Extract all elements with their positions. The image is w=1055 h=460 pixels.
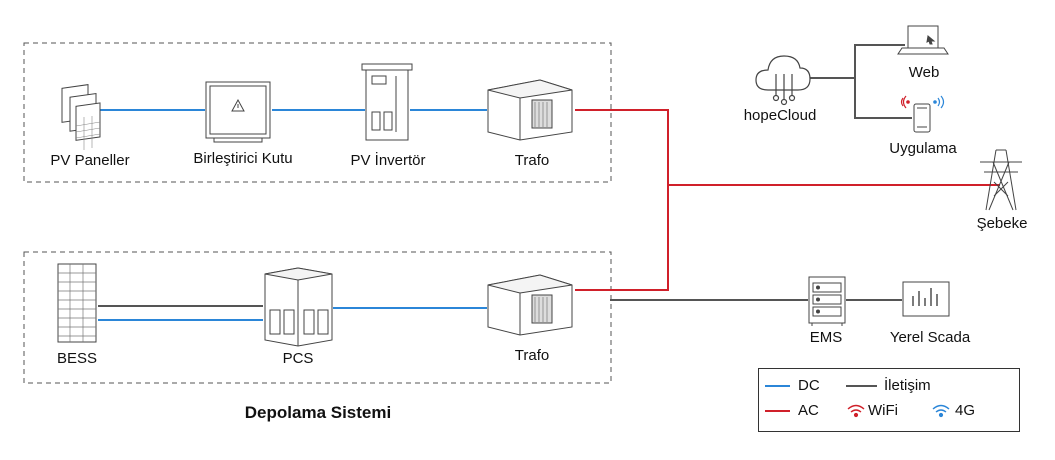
bess-label: BESS: [56, 350, 98, 367]
storage-group-box: [23, 251, 612, 384]
legend-4g-icon: [932, 404, 950, 418]
4g-signal-icon: [933, 95, 945, 109]
ems-server-icon: [808, 276, 846, 326]
comm-line-cloud-web: [805, 44, 905, 79]
combiner-box-label: Birleştirici Kutu: [193, 150, 293, 167]
storage-group-title: Depolama Sistemi: [244, 403, 392, 422]
transformer-icon: [487, 274, 573, 336]
monitor-icon: [902, 281, 950, 317]
pv-inverter-icon: [361, 63, 413, 141]
grid-label: Şebeke: [976, 215, 1028, 232]
trafo-bottom-label: Trafo: [514, 347, 550, 364]
ems-label: EMS: [809, 329, 843, 346]
legend: [758, 368, 1020, 432]
legend-comm-label: İletişim: [884, 377, 931, 394]
app-label: Uygulama: [889, 140, 957, 157]
legend-dc-label: DC: [798, 377, 820, 394]
laptop-icon: [897, 25, 949, 55]
pcs-label: PCS: [282, 350, 314, 367]
mobile-phone-icon: [913, 103, 931, 133]
pv-group-box: [23, 42, 612, 183]
transformer-icon: [487, 79, 573, 141]
legend-wifi-icon: [847, 404, 865, 418]
hopecloud-label: hopeCloud: [743, 107, 817, 124]
power-tower-icon: [980, 149, 1022, 211]
ac-line-trafo-bottom: [575, 185, 669, 291]
legend-wifi-label: WiFi: [868, 402, 898, 419]
trafo-top-label: Trafo: [514, 152, 550, 169]
ac-line-trafo-top-grid: [575, 109, 1000, 186]
legend-ac-label: AC: [798, 402, 819, 419]
wifi-signal-icon: [900, 95, 910, 109]
comm-line-cloud-app: [805, 77, 912, 119]
cloud-icon: [755, 55, 811, 106]
battery-rack-icon: [57, 263, 97, 343]
legend-4g-label: 4G: [955, 402, 976, 419]
pv-inverter-label: PV İnvertör: [350, 152, 426, 169]
combiner-box-icon: [205, 81, 271, 143]
pv-panels-label: PV Paneller: [50, 152, 130, 169]
pcs-cabinet-icon: [264, 267, 333, 347]
local-scada-label: Yerel Scada: [889, 329, 971, 346]
web-label: Web: [908, 64, 940, 81]
solar-panel-icon: [61, 84, 101, 150]
